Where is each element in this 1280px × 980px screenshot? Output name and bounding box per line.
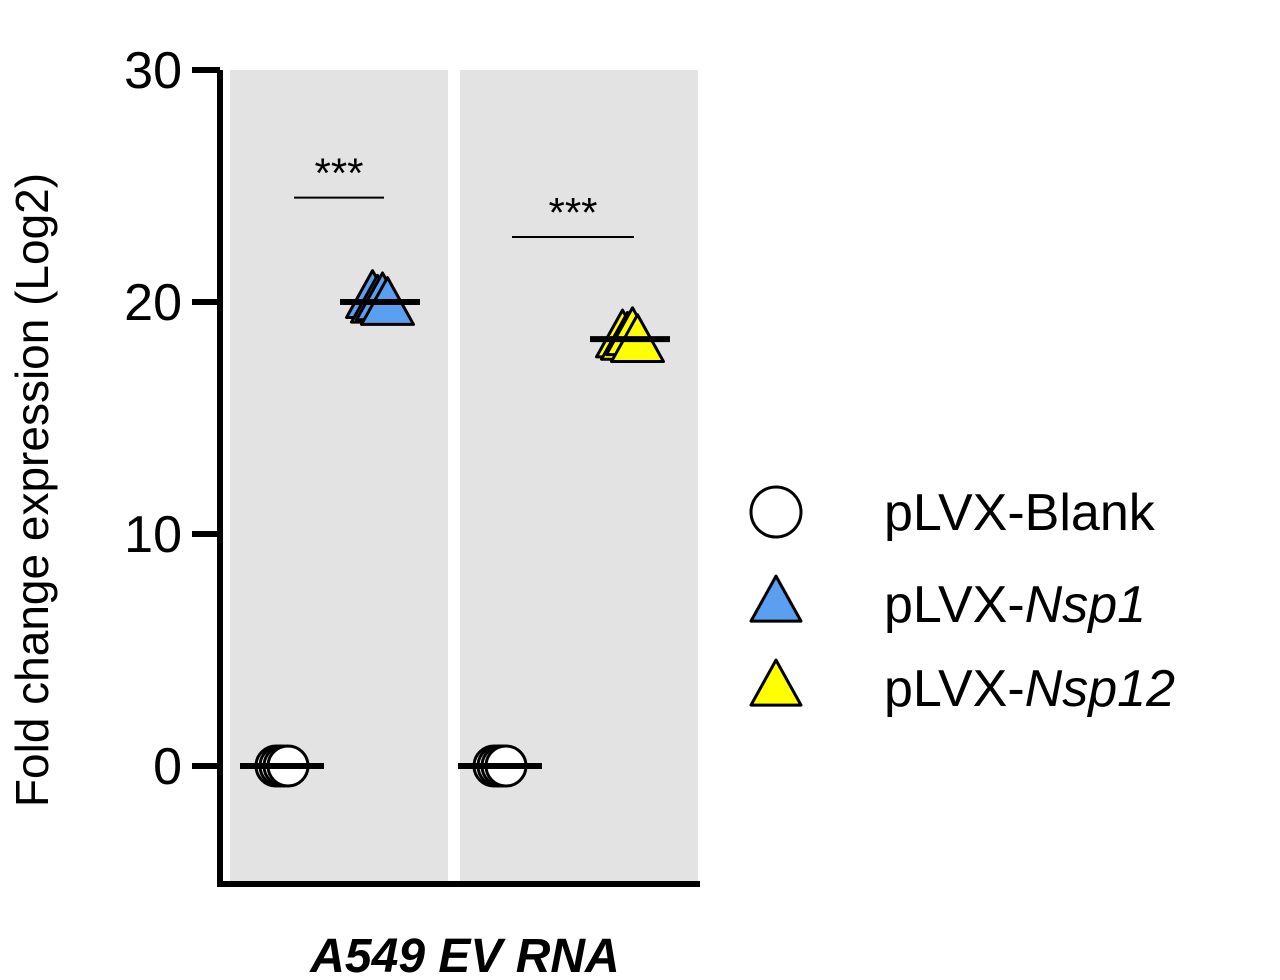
- legend-label-prefix: pLVX-: [884, 484, 1025, 542]
- y-tick-label: 0: [153, 738, 182, 796]
- y-axis-title: Fold change expression (Log2): [6, 173, 58, 807]
- x-axis-title: A549 EV RNA: [309, 930, 619, 980]
- significance-layer: *** ***: [294, 150, 634, 239]
- legend-label: pLVX-Nsp12: [884, 660, 1175, 718]
- legend-label-suffix: Blank: [1025, 484, 1156, 542]
- legend-marker: [749, 658, 803, 707]
- legend-item: pLVX-Nsp1: [749, 574, 1146, 634]
- legend-label: pLVX-Blank: [884, 484, 1156, 542]
- legend-label: pLVX-Nsp1: [884, 576, 1146, 634]
- points-layer: [254, 269, 665, 788]
- y-axis: 0 10 20 30: [124, 42, 700, 887]
- legend-marker: [749, 574, 803, 623]
- legend-item: pLVX-Blank: [749, 484, 1156, 542]
- y-tick-label: 10: [124, 506, 182, 564]
- means-layer: [240, 299, 670, 769]
- y-tick-label: 30: [124, 42, 182, 100]
- significance-label: ***: [548, 189, 597, 236]
- legend-marker: [749, 485, 803, 539]
- legend-label-prefix: pLVX-: [884, 576, 1025, 634]
- legend-label-suffix: Nsp12: [1025, 660, 1175, 718]
- legend-label-suffix: Nsp1: [1025, 576, 1146, 634]
- legend-label-prefix: pLVX-: [884, 660, 1025, 718]
- significance-label: ***: [314, 150, 363, 197]
- legend-item: pLVX-Nsp12: [749, 658, 1175, 718]
- y-tick-label: 20: [124, 274, 182, 332]
